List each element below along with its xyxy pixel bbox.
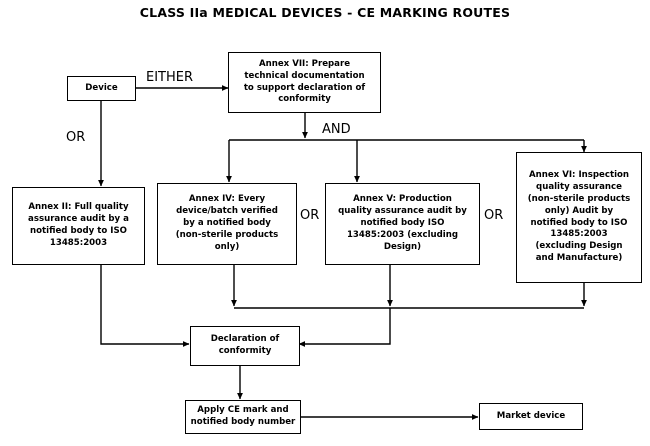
node-market-device[interactable]: Market device xyxy=(479,403,583,430)
node-annex-vi[interactable]: Annex VI: Inspection quality assurance (… xyxy=(516,152,642,283)
node-annex-vi-label: Annex VI: Inspection quality assurance (… xyxy=(527,170,631,264)
node-annex-ii[interactable]: Annex II: Full quality assurance audit b… xyxy=(12,187,145,265)
node-annex-v-label: Annex V: Production quality assurance au… xyxy=(338,194,467,252)
node-device[interactable]: Device xyxy=(67,76,136,101)
node-annex-vii[interactable]: Annex VII: Prepare technical documentati… xyxy=(228,52,381,113)
connector-label-and: AND xyxy=(322,122,351,137)
node-annex-iv[interactable]: Annex IV: Every device/batch verified by… xyxy=(157,183,297,265)
page-title: CLASS IIa MEDICAL DEVICES - CE MARKING R… xyxy=(139,5,511,20)
node-declaration-of-conformity[interactable]: Declaration of conformity xyxy=(190,326,300,366)
connector-label-either: EITHER xyxy=(146,70,194,85)
node-device-label: Device xyxy=(85,82,118,93)
edge-annex2-declaration xyxy=(100,265,190,347)
connector-label-or-annex5-annex6: OR xyxy=(484,208,504,223)
node-annex-vii-label: Annex VII: Prepare technical documentati… xyxy=(243,58,366,105)
connector-label-or-device: OR xyxy=(66,130,86,145)
node-annex-iv-label: Annex IV: Every device/batch verified by… xyxy=(175,194,279,252)
node-declaration-of-conformity-label: Declaration of conformity xyxy=(210,334,280,356)
node-annex-ii-label: Annex II: Full quality assurance audit b… xyxy=(28,202,129,248)
connector-label-or-annex4-annex5: OR xyxy=(300,208,320,223)
node-apply-ce-mark[interactable]: Apply CE mark and notified body number xyxy=(185,400,301,434)
node-market-device-label: Market device xyxy=(496,410,566,421)
edge-bus-declaration xyxy=(298,308,391,347)
node-apply-ce-mark-label: Apply CE mark and notified body number xyxy=(190,405,296,427)
node-annex-v[interactable]: Annex V: Production quality assurance au… xyxy=(325,183,480,265)
